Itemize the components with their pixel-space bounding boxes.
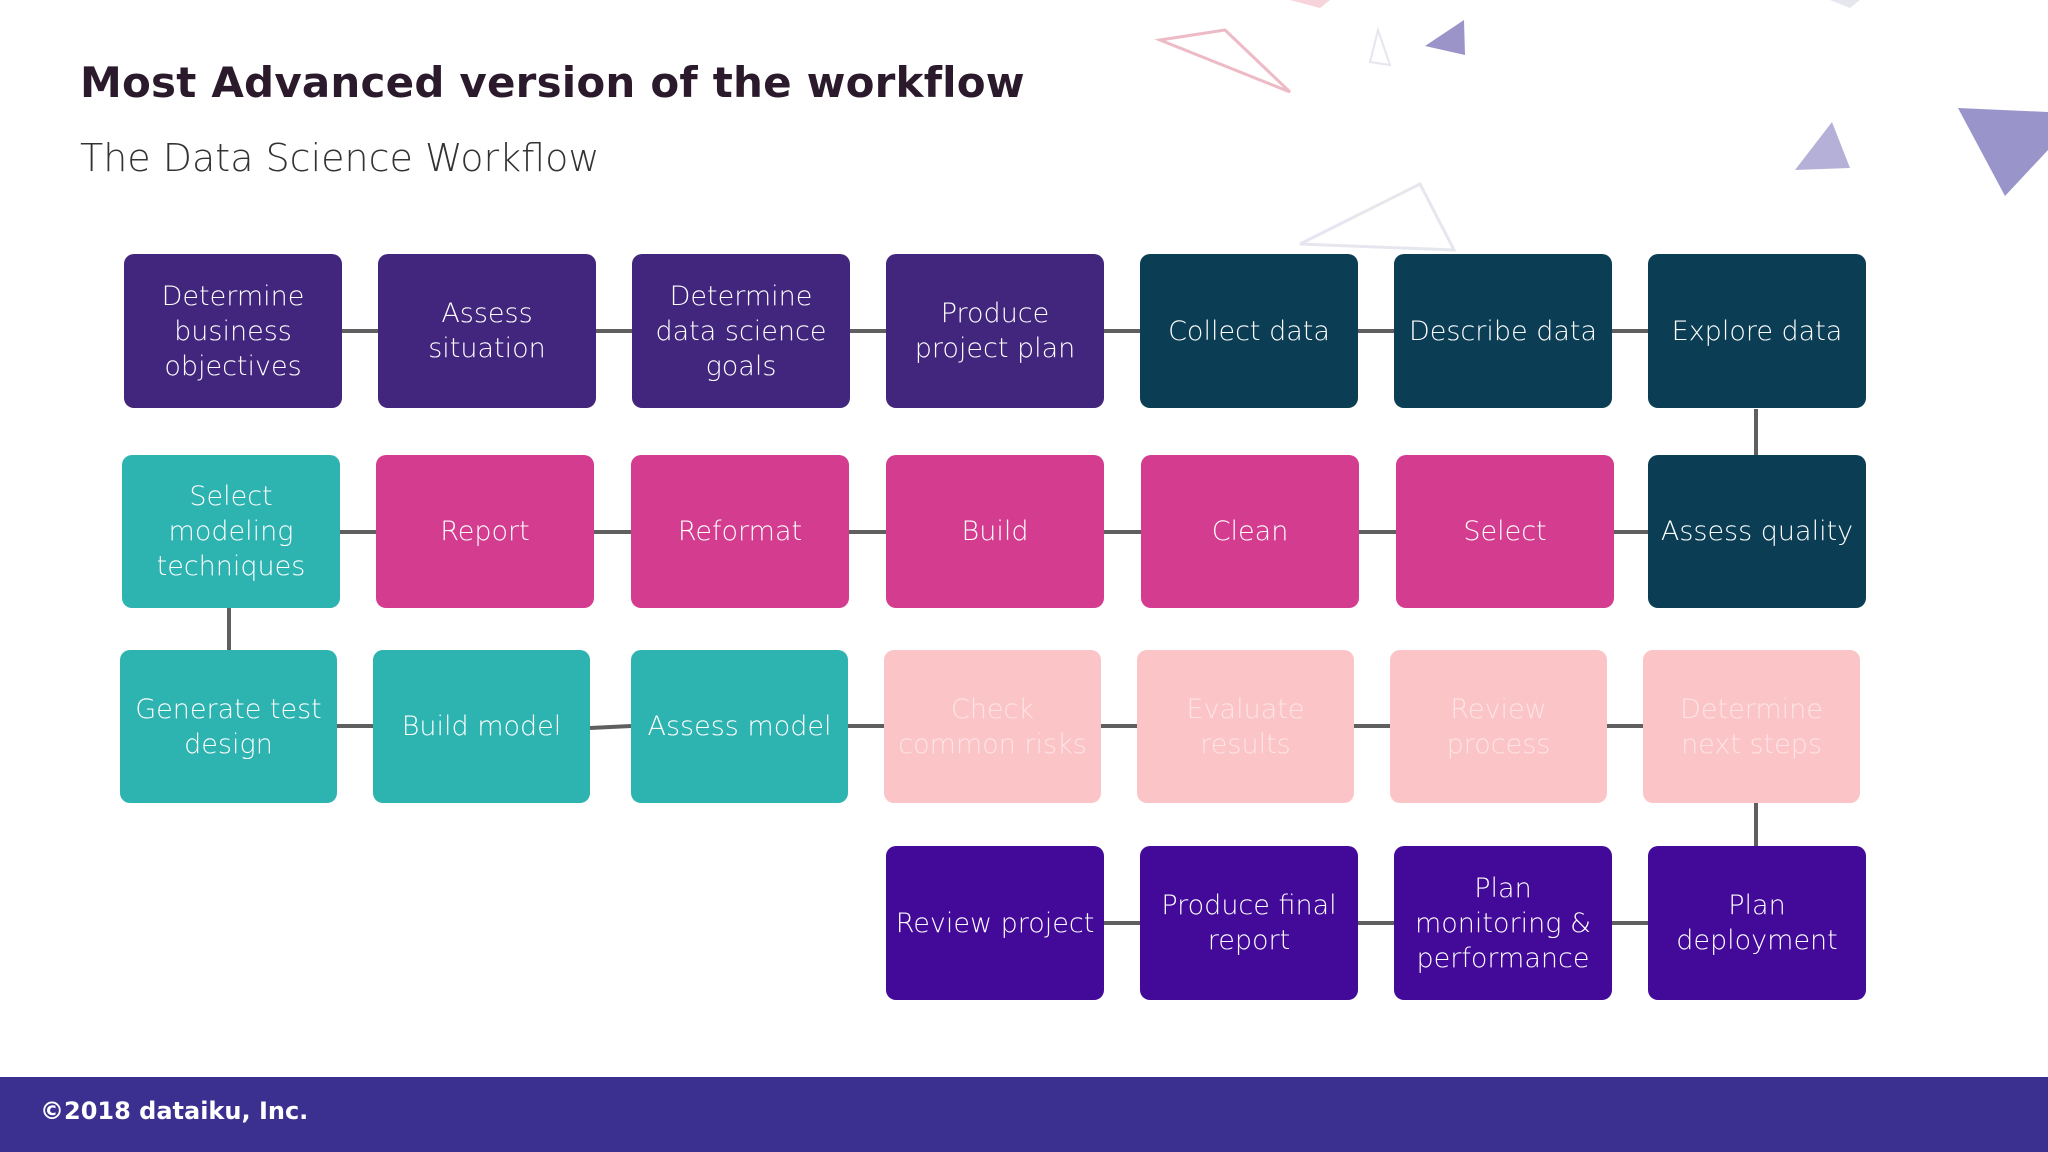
step-plan-deployment: Plan deployment: [1648, 846, 1866, 1000]
step-explore-data: Explore data: [1648, 254, 1866, 408]
step-check-common-risks: Check common risks: [884, 650, 1101, 803]
step-collect-data: Collect data: [1140, 254, 1358, 408]
step-assess-situation: Assess situation: [378, 254, 596, 408]
connector: [589, 724, 632, 730]
step-review-project: Review project: [886, 846, 1104, 1000]
step-select-modeling-techniques: Select modeling techniques: [122, 455, 340, 608]
step-generate-test-design: Generate test design: [120, 650, 337, 803]
step-determine-business-objectives: Determine business objectives: [124, 254, 342, 408]
step-determine-data-science-goals: Determine data science goals: [632, 254, 850, 408]
step-produce-project-plan: Produce project plan: [886, 254, 1104, 408]
step-determine-next-steps: Determine next steps: [1643, 650, 1860, 803]
step-report: Report: [376, 455, 594, 608]
step-reformat: Reformat: [631, 455, 849, 608]
footer-bar: ©2018 dataiku, Inc.: [0, 1077, 2048, 1152]
copyright-text: ©2018 dataiku, Inc.: [40, 1097, 309, 1125]
step-assess-model: Assess model: [631, 650, 848, 803]
step-plan-monitoring-performance: Plan monitoring & performance: [1394, 846, 1612, 1000]
step-produce-final-report: Produce final report: [1140, 846, 1358, 1000]
step-evaluate-results: Evaluate results: [1137, 650, 1354, 803]
step-describe-data: Describe data: [1394, 254, 1612, 408]
step-clean: Clean: [1141, 455, 1359, 608]
step-select: Select: [1396, 455, 1614, 608]
slide-subtitle: The Data Science Workflow: [80, 136, 600, 180]
slide-title: Most Advanced version of the workflow: [80, 58, 1025, 107]
step-assess-quality: Assess quality: [1648, 455, 1866, 608]
step-build: Build: [886, 455, 1104, 608]
step-review-process: Review process: [1390, 650, 1607, 803]
step-build-model: Build model: [373, 650, 590, 803]
